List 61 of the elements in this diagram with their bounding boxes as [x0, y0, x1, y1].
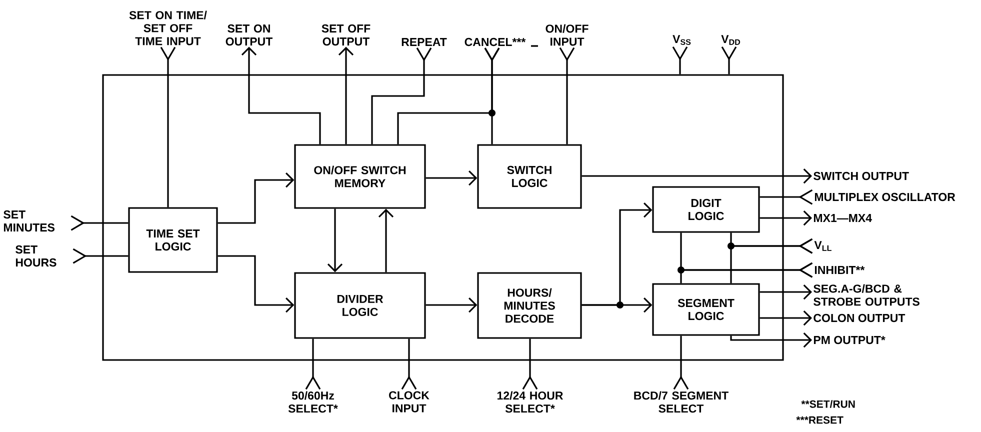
pin-label: MX1—MX4 [814, 214, 872, 222]
pin-label: SEG.A-G/BCD & STROBE OUTPUTS [814, 284, 920, 306]
connector [760, 210, 812, 226]
pin-label: SET OFF OUTPUT [322, 24, 370, 46]
logic-block: HOURS/ MINUTES DECODE [477, 272, 582, 339]
connector [680, 262, 813, 284]
connector [559, 47, 575, 144]
connector [721, 46, 737, 74]
connector [338, 46, 354, 144]
connector [218, 172, 294, 224]
connector [760, 284, 812, 300]
footnote: ***RESET [796, 416, 844, 424]
pin-label: PM OUTPUT* [814, 336, 886, 344]
connector [401, 338, 417, 390]
logic-block: SEGMENT LOGIC [652, 283, 760, 336]
pin-label: BCD/7 SEGMENT SELECT [634, 391, 728, 413]
connector [70, 215, 128, 231]
pin-label: V$_{SS}$ [672, 35, 691, 45]
pin-label: SWITCH OUTPUT [814, 172, 909, 180]
pin-label: INHIBIT** [814, 266, 865, 274]
logic-block: DIVIDER LOGIC [294, 272, 426, 339]
pin-label: SET HOURS [16, 245, 56, 267]
footnote: **SET/RUN [801, 400, 855, 408]
pin-label: CANCEL*** [464, 38, 526, 46]
connector [218, 255, 294, 313]
connector [397, 48, 500, 144]
pin-label: MULTIPLEX OSCILLATOR [814, 192, 956, 202]
connector [371, 48, 432, 144]
pin-label: 50/60Hz SELECT* [288, 391, 338, 413]
logic-block: SWITCH LOGIC [477, 144, 582, 209]
pin-label: REPEAT [402, 38, 447, 46]
pin-label: V$_{LL}$ [814, 241, 832, 251]
connector [72, 248, 128, 264]
connector [378, 208, 394, 272]
pin-label: V$_{DD}$ [721, 35, 740, 45]
connector [327, 208, 343, 272]
pin-label: COLON OUTPUT [814, 314, 906, 322]
connector [760, 189, 813, 205]
connector [672, 46, 688, 74]
connector [730, 238, 813, 284]
chip-outline [102, 74, 784, 361]
connector [673, 336, 689, 390]
connector [241, 46, 321, 144]
connector [730, 332, 812, 348]
logic-block: ON/OFF SWITCH MEMORY [294, 144, 426, 209]
pin-label: SET MINUTES [4, 210, 54, 232]
connector [426, 170, 478, 186]
connector [582, 297, 652, 313]
logic-block: TIME SET LOGIC [128, 207, 218, 273]
connector [522, 338, 538, 390]
pin-label: ON/OFF INPUT [546, 24, 588, 46]
pin-label: SET ON OUTPUT [226, 24, 273, 46]
connector [160, 46, 176, 208]
logic-block: DIGIT LOGIC [652, 186, 760, 233]
pin-label: CLOCK INPUT [389, 391, 430, 412]
pin-label: SET ON TIME/ SET OFF TIME INPUT [129, 10, 207, 46]
connector [760, 310, 812, 326]
pin-label: 12/24 HOUR SELECT* [498, 391, 563, 413]
connector [426, 297, 478, 313]
connector [582, 168, 812, 184]
connector [305, 338, 321, 390]
